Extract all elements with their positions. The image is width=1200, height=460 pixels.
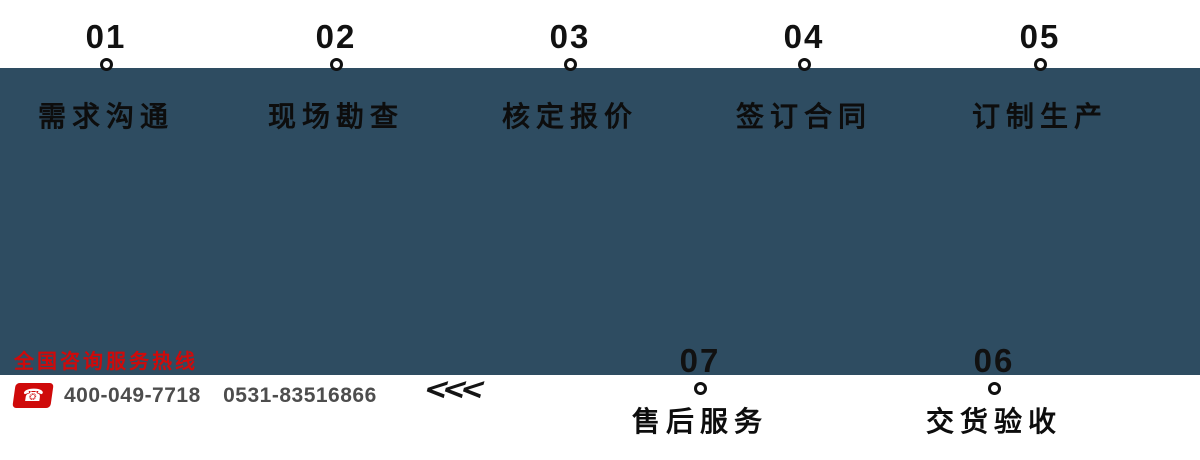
- step-label: 需求沟通: [37, 101, 174, 132]
- hotline-title: 全国咨询服务热线: [14, 351, 198, 373]
- process-step-6: 06 交货验收: [874, 344, 1114, 440]
- step-label: 签订合同: [735, 101, 872, 132]
- step-marker-dot: [987, 382, 1001, 395]
- step-number: 01: [85, 18, 127, 55]
- process-step-5: 05 订制生产: [920, 20, 1160, 135]
- step-label: 订制生产: [971, 101, 1108, 132]
- step-marker-dot: [1033, 58, 1047, 71]
- step-number: 03: [549, 18, 591, 55]
- step-label: 售后服务: [631, 406, 768, 437]
- step-marker-dot: [99, 58, 113, 71]
- process-step-1: 01 需求沟通: [0, 20, 226, 135]
- step-label: 现场勘查: [267, 101, 404, 132]
- process-step-2: 02 现场勘查: [216, 20, 456, 135]
- hotline-number-1: 400-049-7718: [64, 383, 201, 407]
- dark-band-background: [0, 68, 1200, 375]
- step-label: 交货验收: [925, 406, 1062, 437]
- step-number: 02: [315, 18, 357, 55]
- hotline-block: 全国咨询服务热线 ☎ 400-049-7718 0531-83516866: [12, 345, 377, 408]
- process-step-4: 04 签订合同: [684, 20, 924, 135]
- flow-back-arrows-icon: <<<: [419, 372, 484, 407]
- step-number: 05: [1019, 18, 1061, 55]
- step-label: 核定报价: [501, 101, 638, 132]
- hotline-number-2: 0531-83516866: [223, 383, 377, 407]
- phone-icon: ☎: [12, 383, 54, 408]
- hotline-numbers: 400-049-7718 0531-83516866: [64, 384, 377, 408]
- step-marker-dot: [797, 58, 811, 71]
- step-number: 06: [973, 342, 1015, 379]
- process-step-3: 03 核定报价: [450, 20, 690, 135]
- process-step-7: 07 售后服务: [580, 344, 820, 440]
- hotline-row: ☎ 400-049-7718 0531-83516866: [12, 383, 377, 408]
- step-marker-dot: [693, 382, 707, 395]
- step-number: 04: [783, 18, 825, 55]
- step-number: 07: [679, 342, 721, 379]
- step-marker-dot: [329, 58, 343, 71]
- step-marker-dot: [563, 58, 577, 71]
